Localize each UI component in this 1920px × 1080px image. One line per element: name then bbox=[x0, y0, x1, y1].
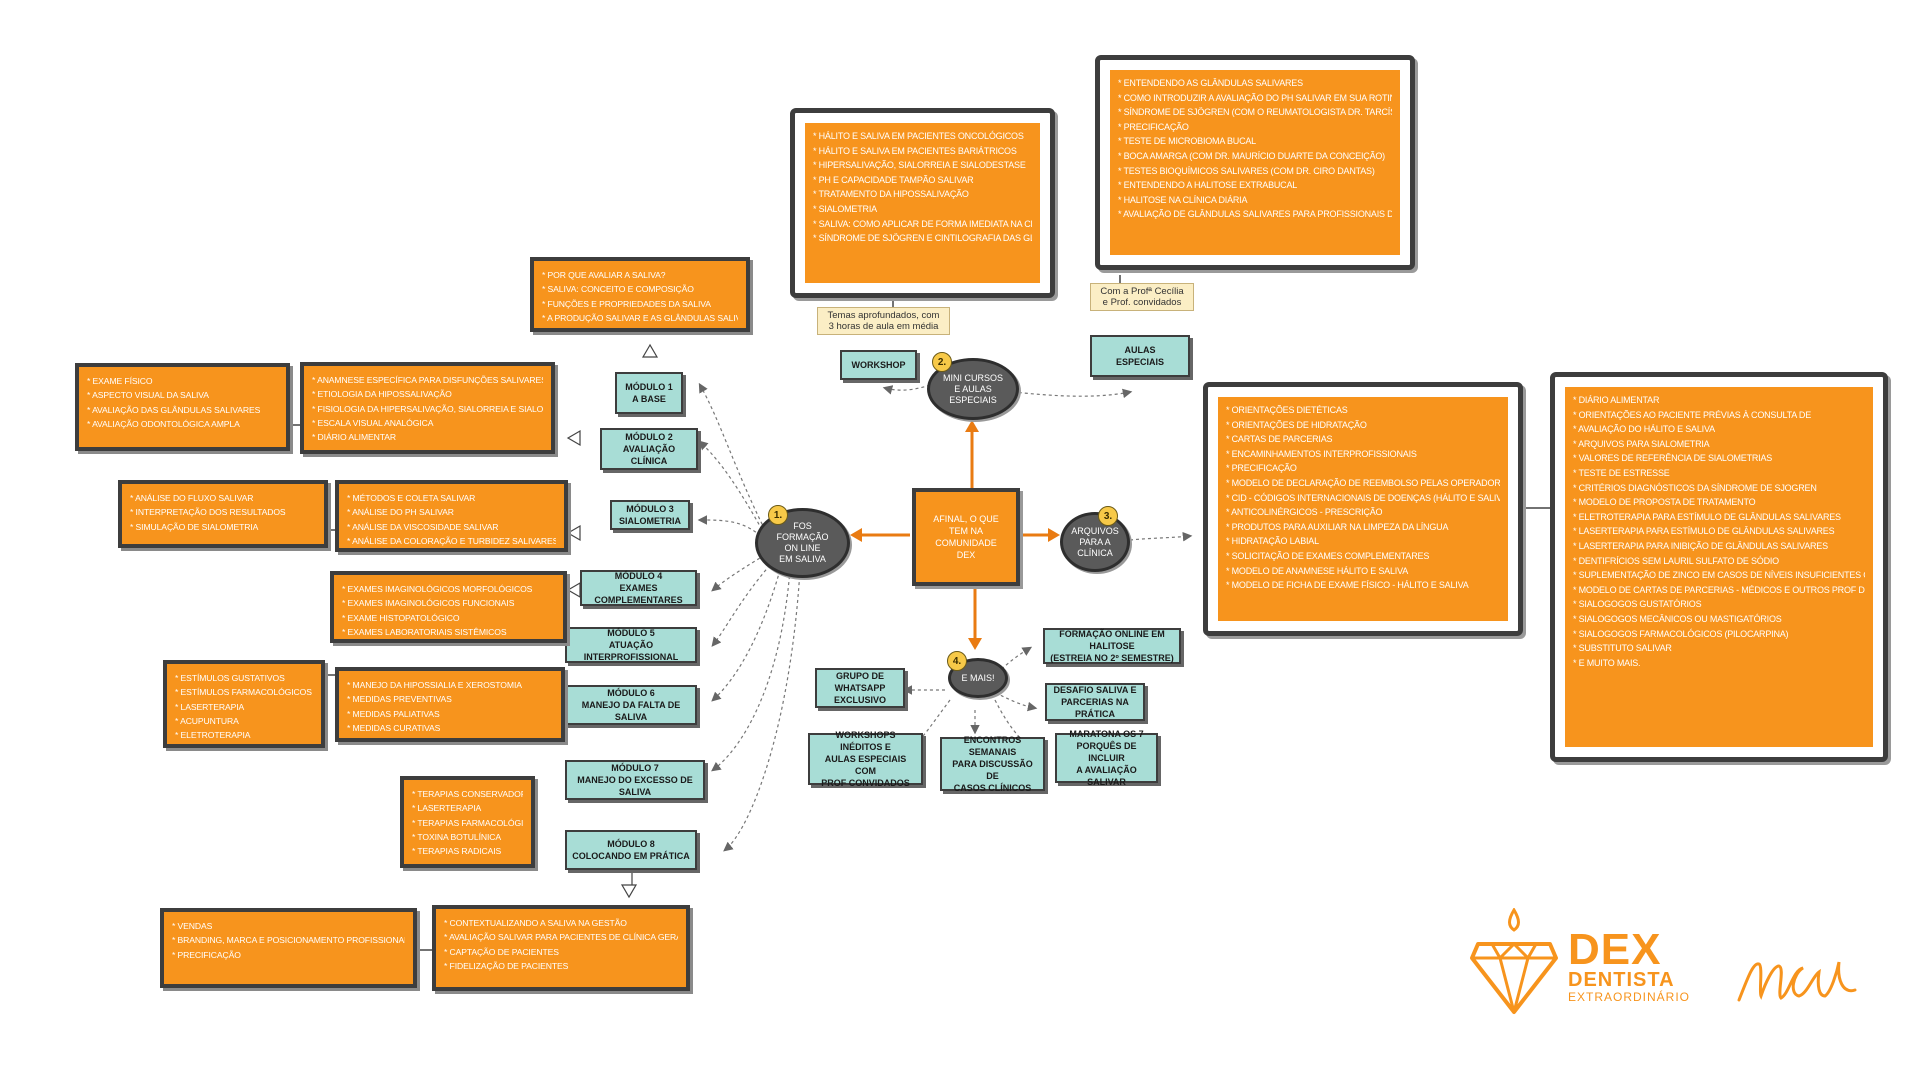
workshop-note: Temas aprofundados, com 3 horas de aula … bbox=[817, 307, 950, 335]
hub1-number-badge: 1. bbox=[768, 505, 788, 525]
brand-dex: DEX bbox=[1568, 925, 1662, 974]
hub-e-mais[interactable]: E MAIS! bbox=[948, 658, 1008, 698]
module-1-box[interactable]: MÓDULO 1 A BASE bbox=[615, 372, 683, 414]
workshop-screen: HÁLITO E SALIVA EM PACIENTES ONCOLÓGICOS… bbox=[790, 108, 1055, 298]
arquivos-screen-1: ORIENTAÇÕES DIETÉTICASORIENTAÇÕES DE HID… bbox=[1203, 382, 1523, 636]
module-7-topics: TERAPIAS CONSERVADORASLASERTERAPIATERAPI… bbox=[400, 776, 535, 868]
module-6-topics-stimuli: ESTÍMULOS GUSTATIVOSESTÍMULOS FARMACOLÓG… bbox=[163, 660, 325, 748]
module-5-box[interactable]: MÓDULO 5 ATUAÇÃO INTERPROFISSIONAL bbox=[565, 627, 697, 663]
module-6-box[interactable]: MÓDULO 6 MANEJO DA FALTA DE SALIVA bbox=[565, 685, 697, 725]
module-3-box[interactable]: MÓDULO 3 SIALOMETRIA bbox=[610, 500, 690, 530]
module-2-topics-main: ANAMNESE ESPECÍFICA PARA DISFUNÇÕES SALI… bbox=[300, 362, 555, 454]
arquivos-screen-2: DIÁRIO ALIMENTARORIENTAÇÕES AO PACIENTE … bbox=[1550, 372, 1888, 762]
workshop-box[interactable]: WORKSHOP bbox=[840, 350, 917, 380]
module-8-topics-business: VENDASBRANDING, MARCA E POSICIONAMENTO P… bbox=[160, 908, 417, 988]
brand-extraordinario: EXTRAORDINÁRIO bbox=[1568, 990, 1691, 1004]
hub4-number-badge: 4. bbox=[947, 651, 967, 671]
extra-desafio-saliva[interactable]: DESAFIO SALIVA E PARCERIAS NA PRÁTICA bbox=[1045, 683, 1145, 721]
center-question-box: AFINAL, O QUE TEM NA COMUNIDADE DEX bbox=[912, 488, 1020, 586]
hub2-number-badge: 2. bbox=[932, 352, 952, 372]
module-2-topics-exam: EXAME FÍSICOASPECTO VISUAL DA SALIVAAVAL… bbox=[75, 363, 290, 451]
extra-grupo-whatsapp[interactable]: GRUPO DE WHATSAPP EXCLUSIVO bbox=[815, 668, 905, 708]
aulas-note: Com a Profª Cecília e Prof. convidados bbox=[1090, 283, 1194, 311]
module-1-topics: POR QUE AVALIAR A SALIVA?SALIVA: CONCEIT… bbox=[530, 257, 750, 332]
hub-arquivos-clinica[interactable]: ARQUIVOS PARA A CLÍNICA bbox=[1060, 512, 1130, 572]
module-3-topics-main: MÉTODOS E COLETA SALIVARANÁLISE DO PH SA… bbox=[335, 480, 568, 552]
extra-encontros-semanais[interactable]: ENCONTROS SEMANAIS PARA DISCUSSÃO DE CAS… bbox=[940, 735, 1045, 793]
module-7-box[interactable]: MÓDULO 7 MANEJO DO EXCESSO DE SALIVA bbox=[565, 760, 705, 800]
module-2-box[interactable]: MÓDULO 2 AVALIAÇÃO CLÍNICA bbox=[600, 428, 698, 470]
aulas-especiais-box[interactable]: AULAS ESPECIAIS bbox=[1090, 335, 1190, 377]
module-6-topics-main: MANEJO DA HIPOSSIALIA E XEROSTOMIAMEDIDA… bbox=[335, 667, 565, 742]
hub3-number-badge: 3. bbox=[1098, 506, 1118, 526]
module-4-box[interactable]: MÓDULO 4 EXAMES COMPLEMENTARES bbox=[580, 570, 697, 606]
module-8-box[interactable]: MÓDULO 8 COLOCANDO EM PRÁTICA bbox=[565, 830, 697, 870]
module-3-topics-flow: ANÁLISE DO FLUXO SALIVARINTERPRETAÇÃO DO… bbox=[118, 480, 328, 548]
brand-dentista: DENTISTA bbox=[1568, 969, 1675, 991]
extra-maratona[interactable]: MARATONA OS 7 PORQUÊS DE INCLUIR A AVALI… bbox=[1055, 729, 1158, 787]
aulas-especiais-screen: ENTENDENDO AS GLÂNDULAS SALIVARESCOMO IN… bbox=[1095, 55, 1415, 270]
extra-workshops-ineditos[interactable]: WORKSHOPS INÉDITOS E AULAS ESPECIAIS COM… bbox=[808, 730, 923, 788]
dex-heart-logo-icon bbox=[1470, 908, 1558, 1014]
module-4-topics: EXAMES IMAGINOLÓGICOS MORFOLÓGICOSEXAMES… bbox=[330, 571, 567, 643]
extra-formacao-halitose[interactable]: FORMAÇÃO ONLINE EM HALITOSE (ESTREIA NO … bbox=[1043, 628, 1181, 664]
mca-signature-logo bbox=[1737, 961, 1857, 1002]
module-8-topics-main: CONTEXTUALIZANDO A SALIVA NA GESTÃOAVALI… bbox=[432, 905, 690, 991]
